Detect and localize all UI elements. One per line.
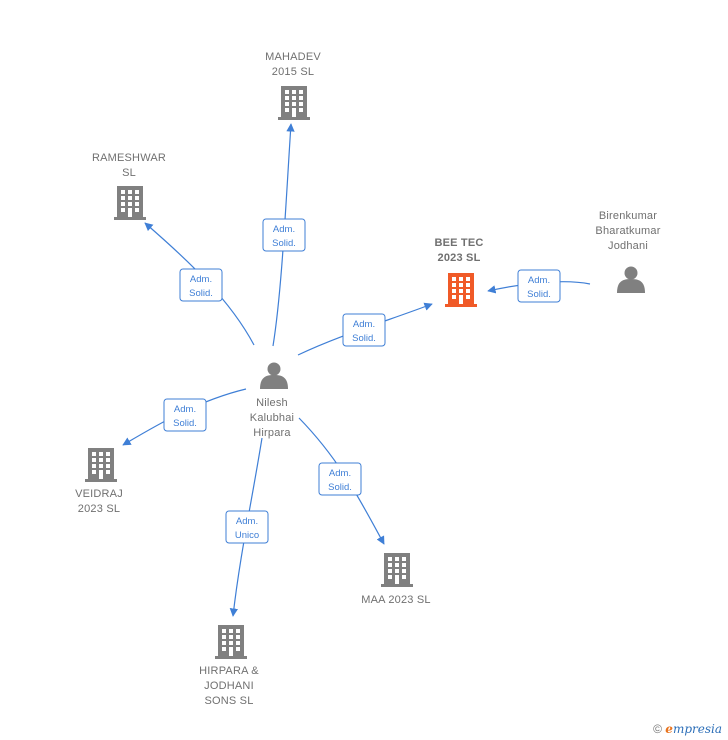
node-label-line: Nilesh [256,397,288,409]
edge-label-text: Adm. [236,516,258,527]
building-icon[interactable] [215,625,247,659]
edges-layer [122,123,591,617]
edge-label-text: Unico [235,530,259,541]
node-hirpara[interactable]: HIRPARA & JODHANI SONS SL [199,625,259,707]
node-label-line: Bharatkumar [595,225,660,237]
brand-initial: e [665,722,673,736]
node-veidraj[interactable]: VEIDRAJ 2023 SL [75,448,123,515]
node-label-line: MAHADEV [265,51,321,63]
node-rameshwar[interactable]: RAMESHWAR SL [92,152,166,220]
edge-label-text: Solid. [173,418,197,429]
edge-label-text: Adm. [329,468,351,479]
building-icon[interactable] [85,448,117,482]
edge-label-nilesh-to-veidraj[interactable]: Adm. Solid. [163,398,207,432]
node-maa[interactable]: MAA 2023 SL [361,553,431,606]
building-icon[interactable] [381,553,413,587]
edge-label-nilesh-to-rameshwar[interactable]: Adm. Solid. [179,268,223,302]
edge-label-nilesh-to-hirpara[interactable]: Adm. Unico [225,510,269,544]
node-label-line: SL [122,167,136,179]
edge-label-text: Adm. [190,274,212,285]
building-icon[interactable] [114,186,146,220]
node-label-line: Jodhani [608,240,648,252]
edge-label-text: Adm. [174,404,196,415]
footer-brand: © empresia [653,722,722,736]
edge-label-text: Adm. [273,224,295,235]
node-label-line: MAA 2023 SL [361,594,430,606]
edge-label-text: Solid. [189,288,213,299]
building-icon[interactable] [278,86,310,120]
edge-label-nilesh-to-mahadev[interactable]: Adm. Solid. [262,218,306,252]
node-mahadev[interactable]: MAHADEV 2015 SL [265,51,321,120]
edge-label-text: Solid. [527,289,551,300]
node-beetec[interactable]: BEE TEC 2023 SL [434,237,483,307]
node-label-line: 2023 SL [78,503,120,515]
edge-label-text: Solid. [352,333,376,344]
building-icon[interactable] [445,273,477,307]
edge-label-text: Solid. [328,482,352,493]
node-label-line: HIRPARA & [199,665,259,677]
edge-labels-layer: Adm. Solid. Adm. Solid. Adm. Solid. Adm. Solid.… [163,218,561,544]
node-label-line: Hirpara [253,427,291,439]
node-label-line: Kalubhai [250,412,294,424]
edge-label-text: Solid. [272,238,296,249]
node-label-line: SONS SL [204,695,253,707]
edge-label-nilesh-to-beetec[interactable]: Adm. Solid. [342,313,386,347]
node-label-line: 2023 SL [438,252,481,264]
node-label-line: BEE TEC [434,237,483,249]
edge-label-text: Adm. [353,319,375,330]
node-label-line: JODHANI [204,680,254,692]
node-label-line: 2015 SL [272,66,314,78]
node-label-line: Birenkumar [599,210,657,222]
edge-label-nilesh-to-maa[interactable]: Adm. Solid. [318,462,362,496]
node-label-line: RAMESHWAR [92,152,166,164]
edge-label-birenkumar-to-beetec[interactable]: Adm. Solid. [517,269,561,303]
person-icon[interactable] [617,266,645,294]
brand-name: mpresia [672,722,722,736]
person-icon[interactable] [260,362,288,390]
edge-label-text: Adm. [528,275,550,286]
node-label-line: VEIDRAJ [75,488,123,500]
copyright-symbol: © [653,722,662,736]
